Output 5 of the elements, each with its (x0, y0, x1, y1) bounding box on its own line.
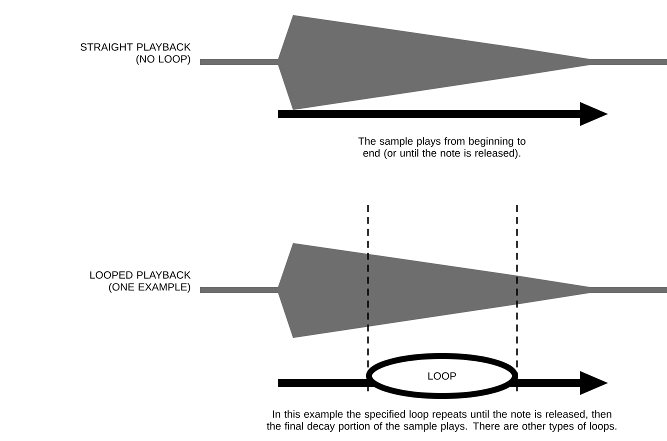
node-label: LOOP (428, 372, 456, 380)
caption-text: In this example the specified loop repeats until the note is released, then the final decay portion of the sample plays. There are other types of loops. (266, 410, 616, 432)
side-label: STRAIGHT PLAYBACK (NO LOOP) (80, 43, 191, 65)
side-label: LOOPED PLAYBACK (ONE EXAMPLE) (90, 271, 191, 293)
caption-text: The sample plays from beginning to end (or until the note is released). (358, 137, 526, 159)
